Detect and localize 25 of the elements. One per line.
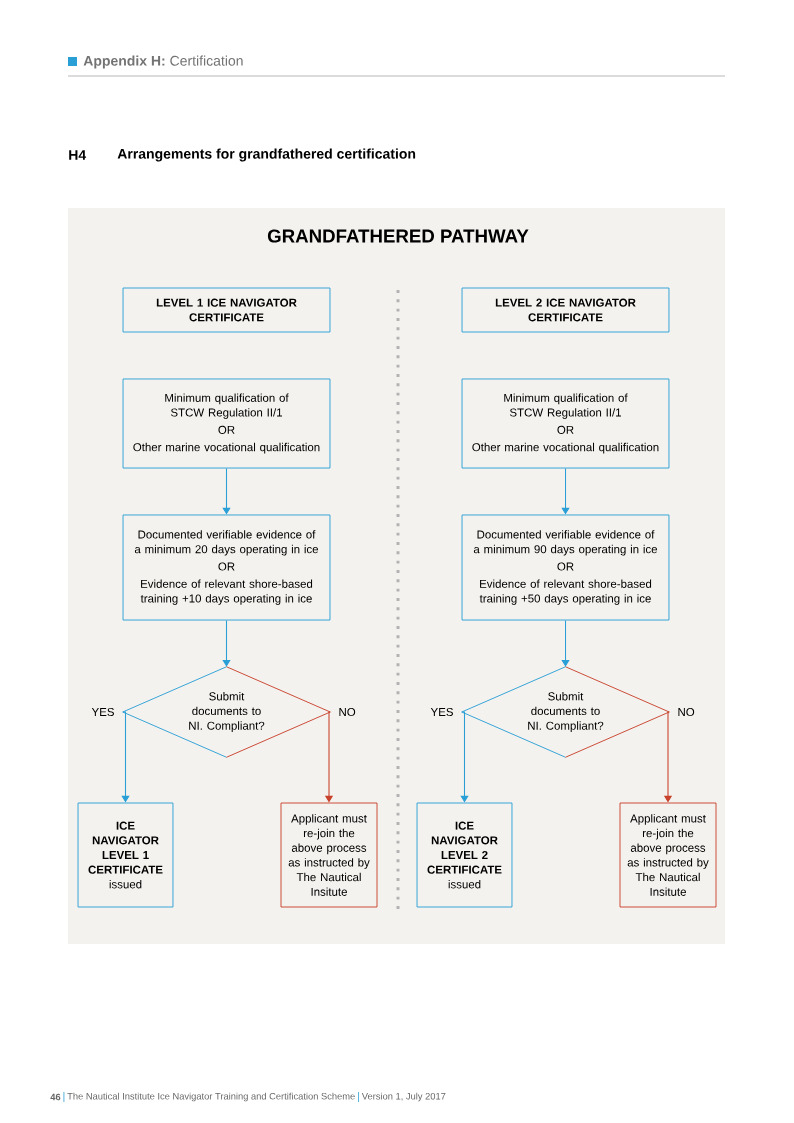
diagram-title: GRANDFATHERED PATHWAY bbox=[267, 229, 529, 243]
result-box: ICE NAVIGATOR LEVEL 1 CERTIFICATE issued bbox=[77, 802, 174, 908]
certificate-box: LEVEL 2 ICE NAVIGATOR CERTIFICATE bbox=[461, 287, 670, 333]
result-box: ICE NAVIGATOR LEVEL 2 CERTIFICATE issued bbox=[416, 802, 513, 908]
result-box: Applicant must re-join the above process as instructed by The Nautical Insitute bbox=[619, 802, 717, 908]
arrow bbox=[121, 711, 130, 803]
edge-label: YES bbox=[430, 707, 453, 717]
process-box: Minimum qualification of STCW Regulation II/1 OR Other marine vocational qualification bbox=[461, 378, 670, 469]
edge-label: NO bbox=[678, 707, 695, 717]
footer-text: Version 1, July 2017 bbox=[361, 1092, 446, 1102]
section-header: Appendix H: Certification bbox=[83, 55, 243, 69]
result-box: Applicant must re-join the above process as instructed by The Nautical Insitute bbox=[280, 802, 378, 908]
edge-label: NO bbox=[339, 707, 356, 717]
process-box: Documented verifiable evidence of a minimum 20 days operating in ice OR Evidence of relevant shore-based training +10 days operating in ice bbox=[122, 514, 331, 621]
footer-text: The Nautical Institute Ice Navigator Training and Certification Scheme bbox=[67, 1092, 355, 1102]
page-number: 46 bbox=[50, 1093, 61, 1101]
section-number: H4 bbox=[69, 150, 87, 160]
arrow bbox=[460, 711, 469, 803]
arrow bbox=[222, 619, 231, 667]
edge-label: YES bbox=[91, 707, 114, 717]
process-box: Documented verifiable evidence of a minimum 90 days operating in ice OR Evidence of relevant shore-based training +50 days operating in ice bbox=[461, 514, 670, 621]
process-box: Minimum qualification of STCW Regulation II/1 OR Other marine vocational qualification bbox=[122, 378, 331, 469]
certificate-box: LEVEL 1 ICE NAVIGATOR CERTIFICATE bbox=[122, 287, 331, 333]
arrow bbox=[561, 619, 570, 667]
section-heading: Arrangements for grandfathered certification bbox=[117, 148, 416, 162]
